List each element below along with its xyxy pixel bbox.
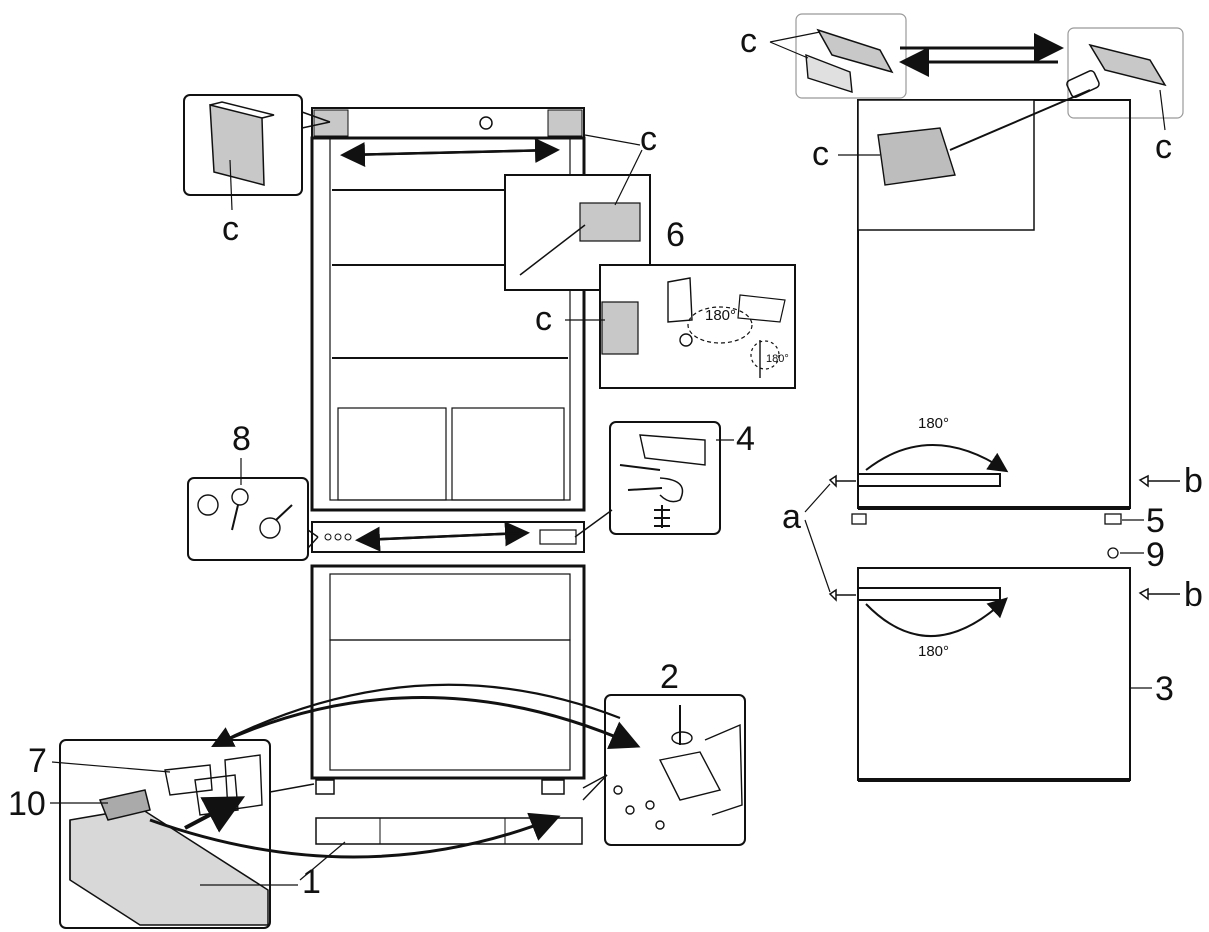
label-a: a [782,498,801,536]
label-1: 1 [302,863,321,901]
label-6: 6 [666,216,685,254]
middle-hinge-strip [311,521,585,553]
inset-top-hinge [504,174,796,389]
label-2: 2 [660,658,679,696]
label-c-door-top: c [812,135,829,173]
inset-bottom-hinge [582,694,746,846]
label-10: 10 [8,785,46,823]
top-cover-right [547,109,583,137]
label-180-hinge-bottom: 180° [766,353,789,365]
label-c-hinge-side: c [535,300,552,338]
plinth [315,817,583,845]
inset-top-cover [183,94,331,211]
top-cover-left [313,109,349,137]
upper-door [851,70,1131,525]
freezer-compartment [310,564,586,780]
label-180-lower: 180° [918,643,949,660]
fridge-body [310,107,586,845]
crisper-left [337,407,447,501]
cover-swap-insets [795,13,1184,119]
label-4: 4 [736,420,755,458]
label-3: 3 [1155,670,1174,708]
label-180-hinge-top: 180° [705,307,736,324]
label-b-lower: b [1184,576,1203,614]
swap-arrows [149,683,641,859]
lower-door [857,547,1131,782]
label-180-upper: 180° [918,415,949,432]
label-c-cover-right: c [1155,128,1172,166]
label-c-cover-left: c [740,22,757,60]
label-9: 9 [1146,536,1165,574]
screws [828,474,1180,602]
control-knob [479,116,493,130]
label-c-topleft: c [222,210,239,248]
label-5: 5 [1146,502,1165,540]
crisper-right [451,407,565,501]
label-8: 8 [232,420,251,458]
label-7: 7 [28,742,47,780]
label-c-hinge-top: c [640,120,657,158]
top-control-strip [311,107,585,139]
move-arrows [340,137,560,552]
inset-bottom-left [59,739,315,929]
inset-middle-hinge [574,421,721,538]
label-b-upper: b [1184,462,1203,500]
inset-plugs [187,477,319,561]
